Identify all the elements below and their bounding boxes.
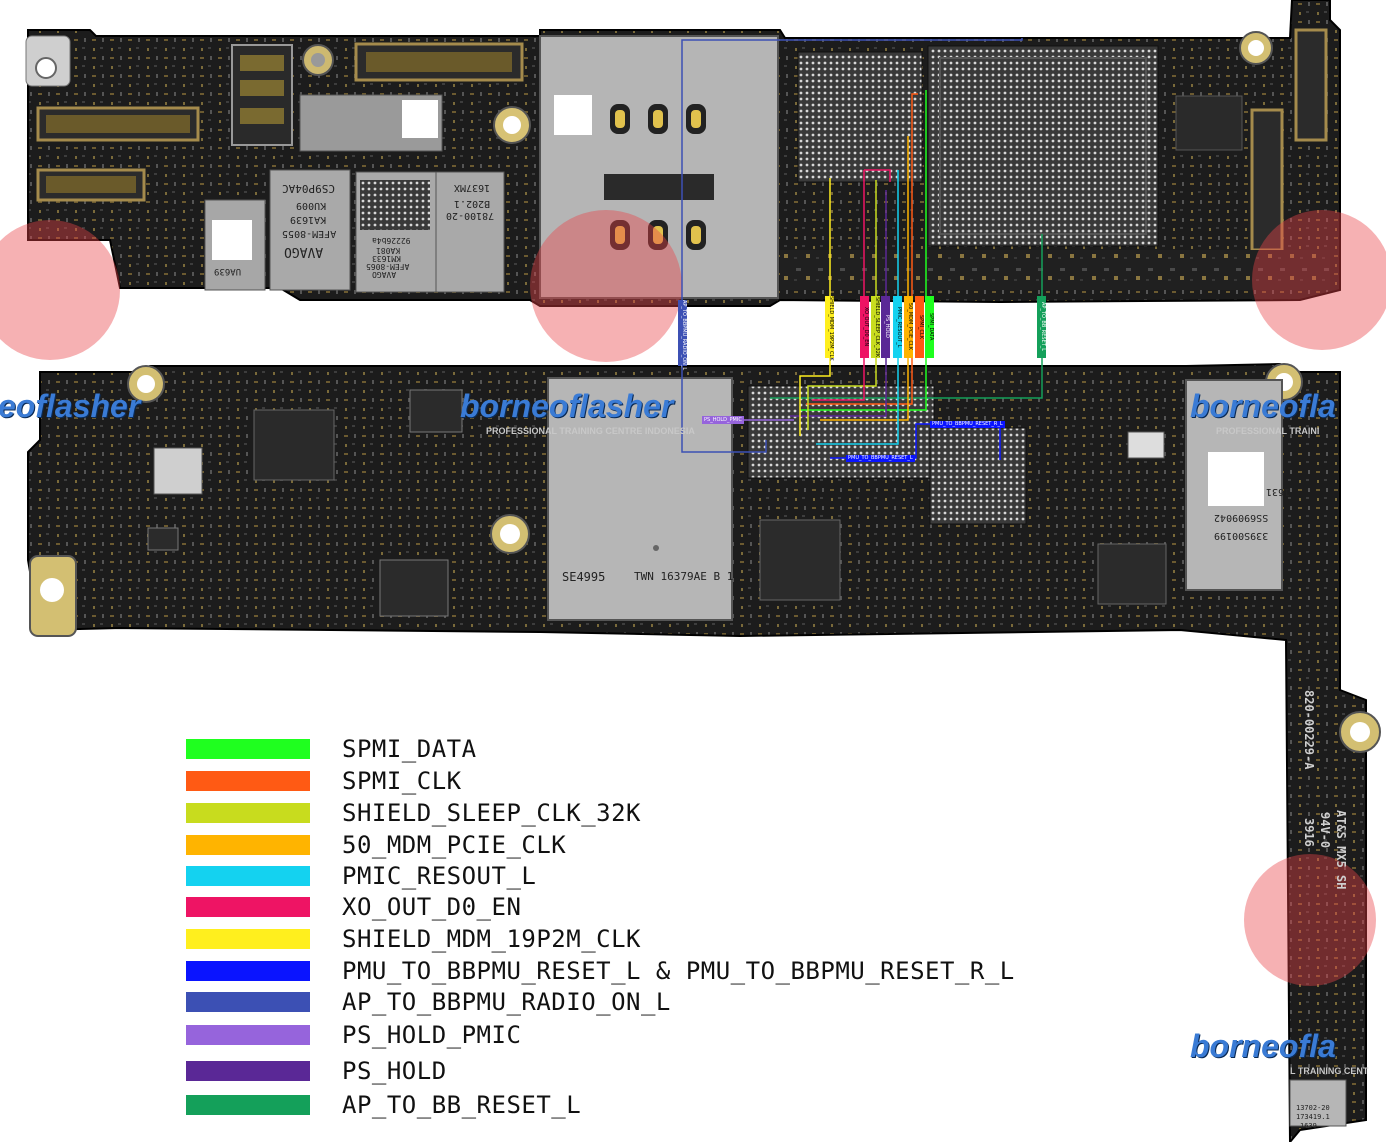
legend-color-swatch [186,739,310,759]
legend-label: SPMI_DATA [342,735,477,763]
legend-item: PS_HOLD [186,1057,447,1085]
legend-color-swatch [186,929,310,949]
signal-tag-pmu-to-bbpmu-reset-r-l: PMU_TO_BBPMU_RESET_R_L [930,421,1005,428]
chip-marking-b3: KM1633 [372,254,401,263]
legend-color-swatch [186,1095,310,1115]
chip-marking-b2: AFEM-8065 [366,262,410,271]
chip-marking-rc3: 1631 [1266,486,1291,497]
trace-pmic-resout-l [816,170,899,445]
chip-marking-bot3: 1639 [1300,1122,1317,1130]
legend-item: PMIC_RESOUT_L [186,862,537,890]
watermark-brand-bottom: borneofla [1190,1028,1336,1064]
legend-item: AP_TO_BB_RESET_L [186,1091,582,1119]
chip-marking-b1: AVAGO [372,270,397,279]
legend-item: AP_TO_BBPMU_RADIO_ON_L [186,988,671,1016]
signal-tag-spmi-clk: SPMI_CLK [915,296,924,358]
signal-tag-ps-hold-pmic: PS_HOLD_PMIC [702,416,744,424]
legend-color-swatch [186,992,310,1012]
watermark-tagline-bottom: L TRAINING CENT [1290,1066,1369,1076]
legend-item: SPMI_DATA [186,735,477,763]
watermark-brand-right: borneofla [1190,388,1336,424]
bf-watermark-logos [0,210,1386,986]
legend-label: SHIELD_SLEEP_CLK_32K [342,799,641,827]
chip-marking-afem: AFEM-8055 [282,228,337,239]
chip-marking-b5: 92226b4a [372,236,411,245]
legend-label: XO_OUT_D0_EN [342,893,522,921]
signal-traces [681,38,1043,460]
chip-marking-a2: KU009 [296,200,327,211]
legend-color-swatch [186,961,310,981]
watermark-brand-center: borneoflasher [460,388,674,424]
chip-marking-avago: AVAGO [284,244,324,259]
legend-item: XO_OUT_D0_EN [186,893,522,921]
board-marking-vert4: 94V-0 [1318,812,1332,849]
legend-item: SHIELD_MDM_19P2M_CLK [186,925,641,953]
chip-marking-a3: CS9P04AC [282,182,335,195]
signal-tag-50-mdm-pcie-clk: 50_MDM_PCIE_CLK [904,296,913,358]
legend-color-swatch [186,771,310,791]
watermark-tagline-right: PROFESSIONAL TRAINI [1216,426,1320,436]
signal-tag-pmic-resout-l: PMIC_RESOUT_L [893,296,902,358]
board-marking-vert2: AT&S MX5 SH [1334,810,1348,890]
watermark-brand-left: eoflasher [0,388,141,424]
chip-marking-c2: B202.1 [454,198,491,209]
legend-label: PS_HOLD [342,1057,447,1085]
legend-label: 50_MDM_PCIE_CLK [342,831,567,859]
chip-marking-b4: KA081 [376,246,401,255]
signal-tag-ap-to-bbpmu-radio-on-l: AP_TO_BBPMU_RADIO_ON_L [678,300,687,370]
legend-label: PS_HOLD_PMIC [342,1021,522,1049]
signal-tag-shield-sleep-clk-32k: SHIELD_SLEEP_CLK_32K [871,296,880,358]
legend-color-swatch [186,835,310,855]
legend-item: PS_HOLD_PMIC [186,1021,522,1049]
trace-shield-sleep-clk-32k [807,180,877,430]
chip-marking-c1: 78100-20 [446,210,495,221]
chip-marking-bot2: 173419.1 [1296,1113,1330,1121]
chip-marking-a1: KA1639 [290,214,327,225]
legend-label: SPMI_CLK [342,767,462,795]
signal-tag-xo-out-d0-en: XO_OUT_D0_EN [860,296,869,358]
chip-marking-twn: TWN 16379AE B 1 [634,570,734,583]
legend-label: SHIELD_MDM_19P2M_CLK [342,925,641,953]
legend-item: PMU_TO_BBPMU_RESET_L & PMU_TO_BBPMU_RESE… [186,957,1015,985]
signal-tag-pmu-to-bbpmu-reset-l: PMU_TO_BBPMU_RESET_L [846,455,915,462]
signal-tag-shield-mdm-19p2m-clk: SHIELD_MDM_19P2M_CLK [825,296,834,361]
trace-spmi-clk [806,93,918,405]
signal-tag-spmi-data: SPMI_DATA [925,296,934,358]
trace-shield-mdm-19p2m-clk [799,178,831,436]
legend-color-swatch [186,803,310,823]
watermark-tagline-center: PROFESSIONAL TRAINING CENTRE INDONESIA [486,426,695,436]
legend-item: SPMI_CLK [186,767,462,795]
legend-item: SHIELD_SLEEP_CLK_32K [186,799,641,827]
board-marking-vert3: 3916 [1302,818,1316,847]
board-marking-vert1: 820-00229-A [1302,690,1316,770]
chip-marking-rc2: SS6909042 [1214,512,1269,523]
legend-color-swatch [186,866,310,886]
trace-spmi-data [800,90,927,411]
bottom-board [27,362,1381,1142]
legend-label: PMU_TO_BBPMU_RESET_L & PMU_TO_BBPMU_RESE… [342,957,1015,985]
chip-marking-se: SE4995 [562,570,606,584]
legend-item: 50_MDM_PCIE_CLK [186,831,567,859]
trace-xo-out-d0-en [812,169,891,401]
signal-tag-ap-to-bb-reset-l: AP_TO_BB_RESET_L [1037,296,1046,358]
legend-label: AP_TO_BBPMU_RADIO_ON_L [342,988,671,1016]
legend-color-swatch [186,897,310,917]
trace-ps-hold [790,190,887,417]
chip-marking-rc1: 339S00199 [1214,530,1269,541]
chip-marking-c3: 1637MX [454,182,491,193]
legend-label: PMIC_RESOUT_L [342,862,537,890]
trace-ap-to-bb-reset-l [770,234,1043,399]
legend-color-swatch [186,1025,310,1045]
trace-ap-to-bbpmu-radio-on-l [681,38,1023,453]
chip-marking-bot1: 13702-20 [1296,1104,1330,1112]
chip-marking-d1: UA639 [214,266,242,276]
legend-color-swatch [186,1061,310,1081]
signal-tag-ps-hold: PS_HOLD [881,296,890,358]
top-board [25,0,1341,307]
legend-label: AP_TO_BB_RESET_L [342,1091,582,1119]
trace-50-mdm-pcie-clk [820,136,909,421]
